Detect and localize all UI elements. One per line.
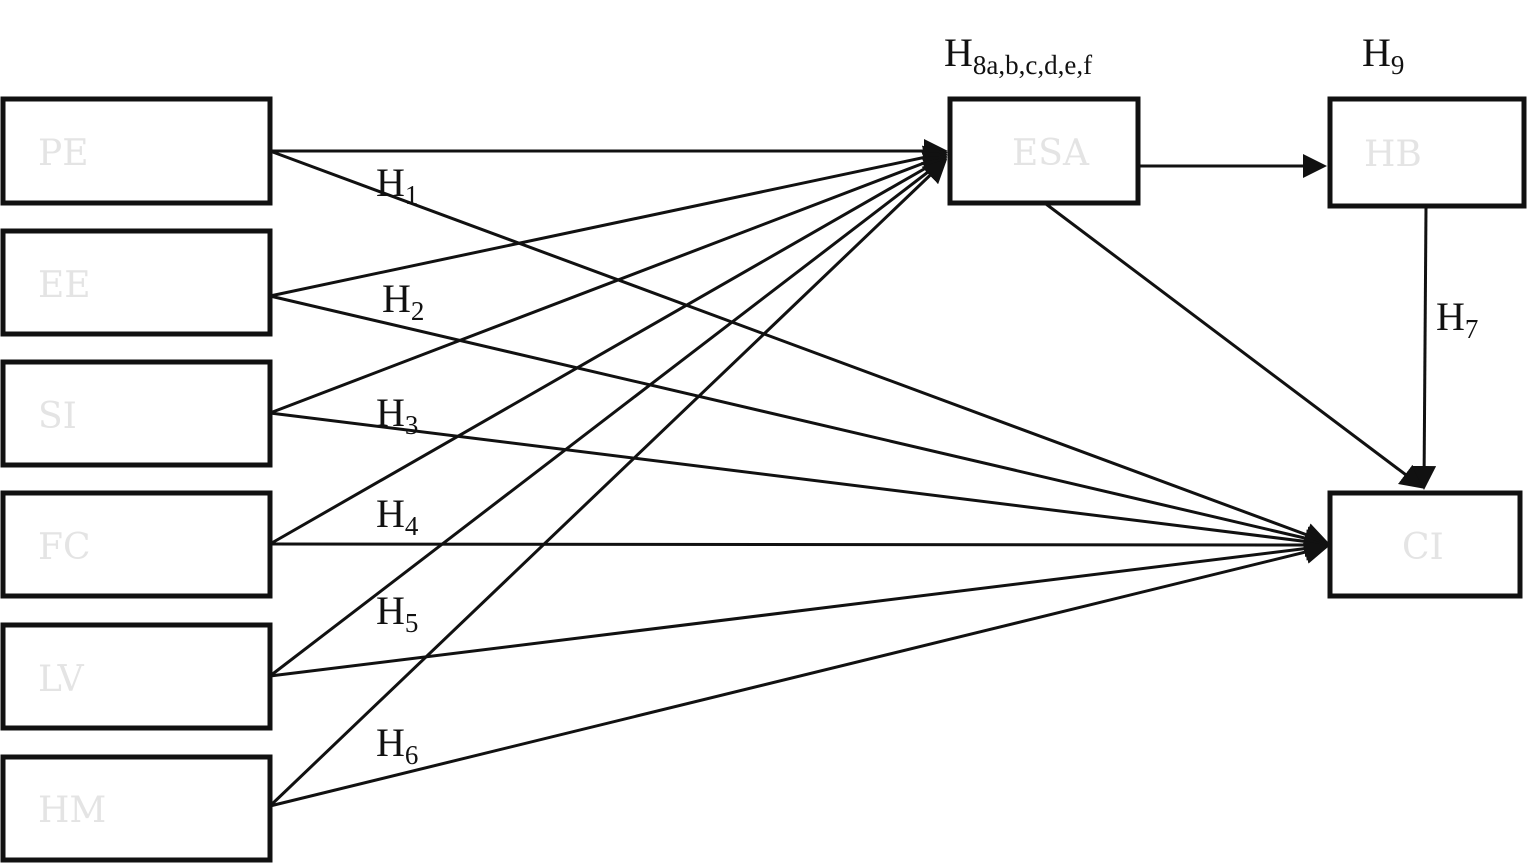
node-label-lv: LV [38,659,85,700]
edge-hm-ci [269,540,1329,808]
node-label-ci: CI [1402,527,1444,568]
edge-hb-ci [1412,206,1437,490]
hypothesis-label-h5: H5 [376,588,418,638]
edge-ee-ci [269,294,1329,550]
node-lv: LV [0,622,273,731]
hypothesis-label-h7: H7 [1436,294,1478,344]
hypothesis-label-h3: H3 [376,390,418,440]
hypothesis-label-h4: H4 [376,491,419,541]
hypothesis-label-h9: H9 [1362,30,1404,80]
edge-fc-ci [269,532,1329,557]
edge-fc-esa [269,155,948,546]
edges-to-ci [269,149,1329,808]
edge-pe-ci [269,149,1329,546]
edge-lv-esa [269,157,948,678]
node-label-hb: HB [1364,134,1422,175]
node-label-hm: HM [38,790,106,831]
edge-lv-ci [269,536,1329,678]
edge-ee-esa [269,145,948,298]
hypothesis-label-h8: H8a,b,c,d,e,f [944,30,1092,80]
node-label-pe: PE [38,133,89,174]
edge-si-esa [269,151,948,415]
node-ci: CI [1327,490,1523,599]
node-label-esa: ESA [1012,133,1090,174]
node-si: SI [0,359,273,468]
edges-to-esa [268,139,948,808]
node-label-ee: EE [38,265,91,306]
node-esa: ESA [947,96,1141,206]
node-ee: EE [0,228,273,337]
edge-hm-esa [268,158,948,808]
hypothesis-label-h1: H1 [376,160,418,210]
node-label-fc: FC [38,527,91,568]
node-label-si: SI [38,396,77,437]
node-hb: HB [1327,96,1527,209]
edge-esa-ci [1045,202,1425,489]
node-pe: PE [0,96,273,206]
hypothesis-label-h2: H2 [382,276,424,326]
node-hm: HM [0,754,273,863]
hypothesis-label-h6: H6 [376,720,418,770]
edge-si-ci [269,411,1329,554]
node-fc: FC [0,490,273,599]
